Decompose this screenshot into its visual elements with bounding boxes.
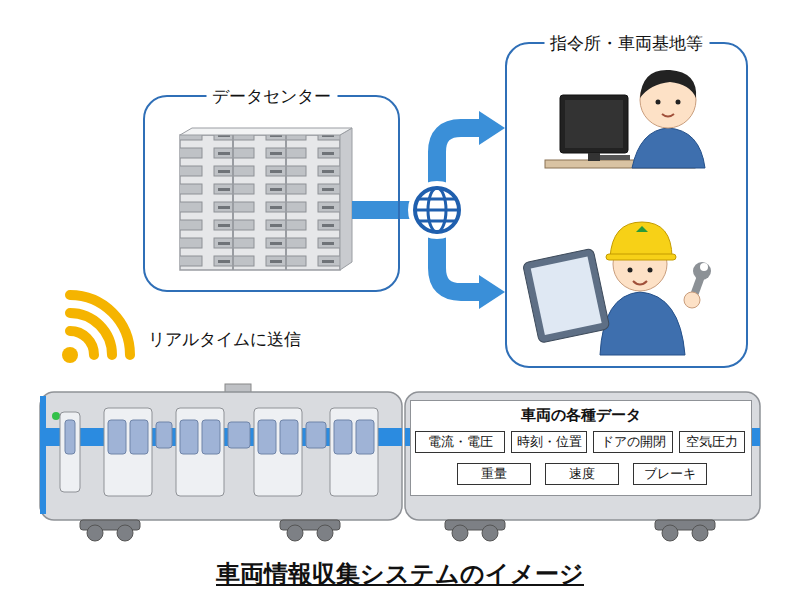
data-item-label: 電流・電圧 (428, 434, 493, 450)
server-racks (180, 128, 352, 270)
data-item-box: 時刻・位置 (511, 431, 587, 453)
note-label: リアルタイムに送信 (148, 328, 301, 351)
data-item-box: 電流・電圧 (415, 431, 505, 453)
data-panel: 車両の各種データ電流・電圧 時刻・位置 ドアの開閉 空気圧力重量 速度 ブレーキ (410, 400, 752, 496)
data-item-box: 速度 (545, 463, 619, 485)
data-item-label: 時刻・位置 (517, 434, 582, 450)
operator-figure (545, 70, 705, 168)
panel-heading: 車両の各種データ (521, 405, 641, 425)
worker-figure (522, 222, 711, 355)
wifi-symbol (62, 295, 130, 363)
globe-icon (410, 183, 464, 237)
arrow-head (479, 275, 505, 309)
data-item-label: ドアの開閉 (601, 434, 666, 450)
region-box: データセンター (143, 95, 400, 292)
arrow-head (479, 111, 505, 145)
data-item-label: 空気圧力 (686, 434, 738, 450)
data-item-label: 重量 (481, 466, 507, 482)
figure-caption: 車両情報収集システムのイメージ (0, 558, 800, 590)
data-item-box: ドアの開閉 (593, 431, 673, 453)
data-item-box: ブレーキ (633, 463, 707, 485)
region-heading: 指令所・車両基地等 (544, 32, 709, 54)
data-item-box: 重量 (457, 463, 531, 485)
region-heading: データセンター (206, 85, 337, 107)
data-item-box: 空気圧力 (679, 431, 745, 453)
data-item-label: 速度 (569, 466, 595, 482)
region-box: 指令所・車両基地等 (505, 42, 748, 368)
data-item-label: ブレーキ (644, 466, 696, 482)
data-flow-arrow (352, 111, 505, 309)
train (40, 384, 760, 541)
